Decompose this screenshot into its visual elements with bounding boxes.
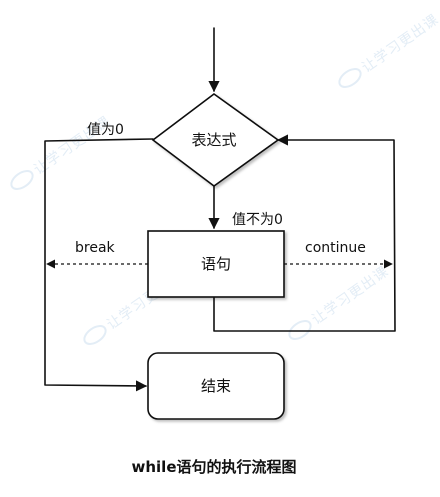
condition-node: 表达式 [151,93,280,187]
watermark-text: 让学习更出课 [309,263,392,328]
end-label: 结束 [201,377,231,395]
body-box [147,230,285,298]
watermark-logo-4: 让学习更出课 [288,263,392,340]
watermark-text: 让学习更出课 [359,11,440,76]
diagram-caption: while语句的执行流程图 [132,458,297,476]
condition-label: 表达式 [191,131,236,149]
body-node: 语句 [147,230,285,298]
watermark-group: 让学习更出课 让学习更出课 让学习更出课 让学习更出课 [10,11,440,345]
end-node: 结束 [147,352,285,420]
edge-label-nonzero: 值不为0 [232,212,283,228]
end-box [147,352,285,420]
edge-label-zero: 值为0 [87,122,124,138]
watermark-logo-2: 让学习更出课 [338,11,440,88]
edge-label-break: break [75,240,116,256]
arrow-loop-back [213,134,396,332]
edge-label-continue: continue [305,240,366,256]
arrow-zero-to-end [44,138,154,392]
edges [44,27,396,392]
body-label: 语句 [201,255,231,273]
condition-diamond [151,93,280,187]
